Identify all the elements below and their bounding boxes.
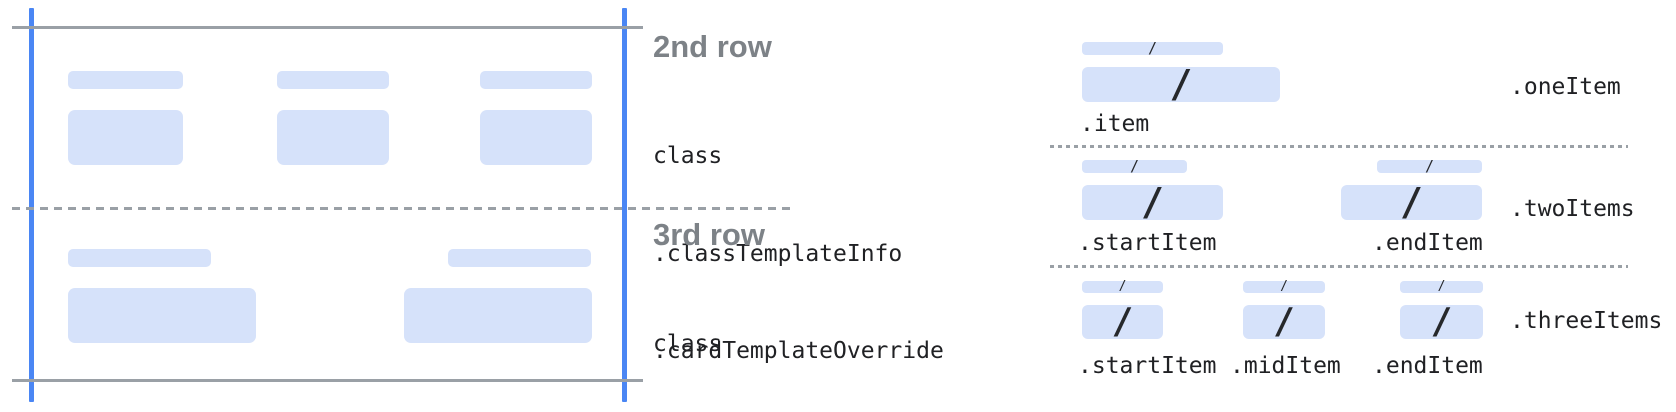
slash-placeholder: / [1424, 156, 1435, 175]
row3-field2-label-bar [448, 249, 591, 267]
row2-heading: 2nd row [653, 29, 772, 64]
threeitems-enditem-label: .endItem [1372, 353, 1483, 379]
slash-placeholder: / [1430, 300, 1453, 342]
slash-placeholder: / [1169, 61, 1193, 106]
row2-field3-label-bar [480, 71, 592, 89]
twoitems-enditem-label-bar: / [1377, 156, 1482, 175]
row2-field2-value-bar [277, 110, 389, 165]
row2-annotation: 2nd row class .classTemplateInfo .cardTe… [653, 30, 1013, 412]
oneitem-twoitems-dotted-divider [1050, 145, 1628, 148]
twoitems-enditem-label: .endItem [1372, 230, 1483, 256]
row3-field1-label-bar [68, 249, 211, 267]
threeitems-enditem-label-bar: / [1400, 278, 1483, 294]
row-divider-dashed-line [12, 207, 795, 210]
slash-placeholder: / [1129, 156, 1140, 175]
twoitems-section-label: .twoItems [1510, 196, 1635, 222]
threeitems-miditem-label: .midItem [1230, 353, 1341, 379]
twoitems-threeitems-dotted-divider [1050, 265, 1628, 268]
oneitem-section-label: .oneItem [1510, 74, 1621, 100]
slash-placeholder: / [1400, 179, 1423, 224]
row3-heading: 3rd row [653, 217, 765, 252]
threeitems-startitem-value-bar: / [1082, 301, 1163, 342]
threeitems-enditem-value-bar: / [1400, 301, 1483, 342]
row3-annotation: 3rd row class .classTemplateInfo .cardTe… [653, 218, 1013, 412]
slash-placeholder: / [1111, 300, 1134, 342]
slash-placeholder: / [1273, 300, 1295, 342]
row3-code-path: class .classTemplateInfo .cardTemplateOv… [653, 263, 1013, 412]
slash-placeholder: / [1147, 38, 1158, 57]
row2-field1-value-bar [68, 110, 183, 165]
card-bottom-boundary-line [12, 379, 643, 382]
threeitems-miditem-label-bar: / [1243, 278, 1325, 294]
slash-placeholder: / [1118, 278, 1127, 294]
slash-placeholder: / [1280, 278, 1288, 294]
oneitem-item-label-bar: / [1082, 38, 1223, 57]
row2-field1-label-bar [68, 71, 183, 89]
threeitems-section-label: .threeItems [1510, 308, 1663, 334]
twoitems-enditem-value-bar: / [1341, 180, 1482, 224]
slash-placeholder: / [1437, 278, 1446, 294]
twoitems-startitem-label-bar: / [1082, 156, 1187, 175]
oneitem-item-value-bar: / [1082, 62, 1280, 106]
row3-field2-value-bar [404, 288, 592, 343]
row2-code-path: class .classTemplateInfo .cardTemplateOv… [653, 75, 1013, 412]
card-left-edge-guide-line [29, 8, 34, 402]
row2-field2-label-bar [277, 71, 389, 89]
code-line: class [653, 331, 723, 357]
threeitems-startitem-label-bar: / [1082, 278, 1163, 294]
oneitem-item-label: .item [1080, 111, 1150, 137]
code-line: .cardTemplateOverride [653, 338, 944, 364]
card-right-edge-guide-line [622, 8, 627, 402]
threeitems-startitem-label: .startItem [1078, 353, 1217, 379]
code-line: class [653, 143, 723, 169]
row2-field3-value-bar [480, 110, 592, 165]
threeitems-miditem-value-bar: / [1243, 301, 1325, 342]
twoitems-startitem-value-bar: / [1082, 180, 1223, 224]
card-top-boundary-line [12, 26, 643, 29]
twoitems-startitem-label: .startItem [1078, 230, 1217, 256]
slash-placeholder: / [1141, 179, 1164, 224]
row3-field1-value-bar [68, 288, 256, 343]
code-line: .classTemplateInfo [653, 240, 903, 267]
